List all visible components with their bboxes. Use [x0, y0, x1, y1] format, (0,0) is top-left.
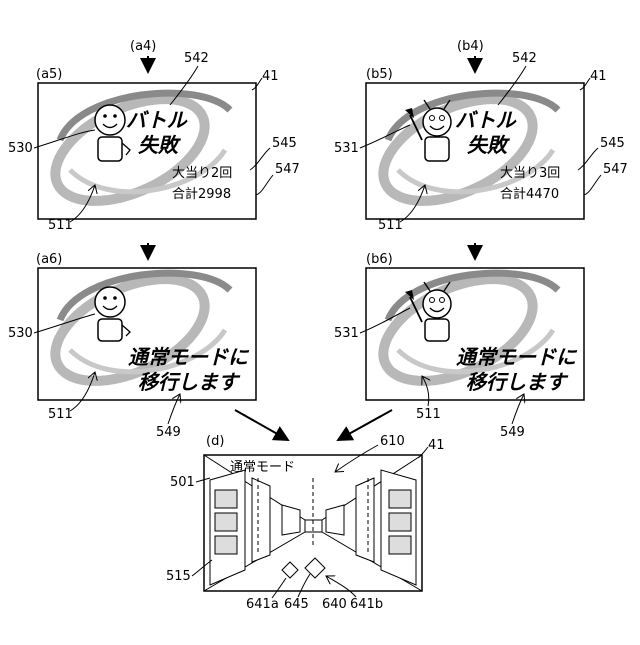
ref-542-a: 542: [184, 51, 209, 66]
label-b5: (b5): [366, 67, 393, 82]
transition-text-b6-line2: 移行します: [466, 370, 569, 394]
panel-a6: (a6) 通常モードに 移行します 530 511 549: [8, 252, 256, 440]
ref-545-b: 545: [600, 136, 625, 151]
ref-501: 501: [170, 475, 195, 490]
ref-511-d: 511: [416, 407, 441, 422]
ref-531-a: 531: [334, 141, 359, 156]
label-a6: (a6): [36, 252, 62, 267]
ref-549-b: 549: [500, 425, 525, 440]
ref-41-a: 41: [262, 69, 279, 84]
ref-515: 515: [166, 569, 191, 584]
ref-41-d: 41: [428, 438, 445, 453]
battle-text-b5-line2: 失敗: [467, 133, 510, 157]
transition-text-b6-line1: 通常モードに: [456, 345, 578, 369]
battle-text-line2: 失敗: [138, 133, 181, 157]
ref-530-a: 530: [8, 141, 33, 156]
ref-511-a: 511: [48, 218, 73, 233]
label-a5: (a5): [36, 67, 62, 82]
ref-547-b: 547: [603, 162, 628, 177]
arrow-a6-d: [235, 410, 288, 440]
hit-count-b5: 大当り3回: [500, 166, 560, 181]
ref-641b: 641b: [350, 597, 383, 612]
battle-text-b5-line1: バトル: [455, 108, 517, 132]
panel-b5: (b5) バトル 失敗 大当り3回 合計4470 542 41 531 545 …: [334, 51, 628, 233]
ref-511-b: 511: [378, 218, 403, 233]
total-b5: 合計4470: [500, 186, 559, 202]
ref-530-b: 530: [8, 326, 33, 341]
ref-542-b: 542: [512, 51, 537, 66]
ref-511-c: 511: [48, 407, 73, 422]
total-a5: 合計2998: [172, 186, 231, 202]
ref-645: 645: [284, 597, 309, 612]
label-d: (d): [206, 434, 224, 449]
ref-549-a: 549: [156, 425, 181, 440]
label-b6: (b6): [366, 252, 393, 267]
ref-41-b: 41: [590, 69, 607, 84]
panel-a5: (a5) バトル 失敗 大当り2回 合計2998 542 41 530 545 …: [8, 51, 300, 233]
battle-text-line1: バトル: [126, 108, 188, 132]
ref-641a: 641a: [246, 597, 279, 612]
ref-610: 610: [380, 434, 405, 449]
normal-mode-label: 通常モード: [230, 460, 295, 475]
ref-545-a: 545: [272, 136, 297, 151]
panel-d: (d) 通常モード 41 6: [166, 434, 445, 612]
panel-b6: (b6) 通常モードに 移行します 531 511 549: [334, 252, 584, 440]
label-a4: (a4): [130, 39, 156, 54]
ref-531-b: 531: [334, 326, 359, 341]
ref-640: 640: [322, 597, 347, 612]
ref-547-a: 547: [275, 162, 300, 177]
transition-text-a6-line1: 通常モードに: [128, 345, 250, 369]
label-b4: (b4): [457, 39, 484, 54]
transition-text-a6-line2: 移行します: [138, 370, 241, 394]
hit-count-a5: 大当り2回: [172, 166, 232, 181]
